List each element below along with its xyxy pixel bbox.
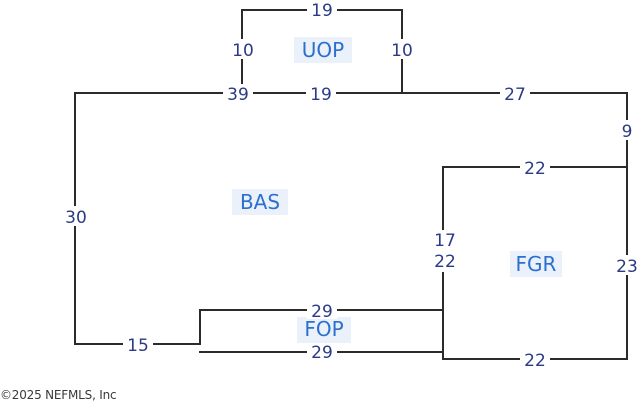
dim-fgr-bottom: 22	[524, 351, 546, 371]
dim-fgr-top: 22	[524, 159, 546, 179]
dim-bas-top-right: 27	[504, 85, 526, 105]
dim-bas-top-mid: 19	[310, 85, 332, 105]
dim-uop-right: 10	[391, 41, 413, 61]
dim-fgr-left-lower: 22	[434, 252, 456, 272]
dim-fgr-left-upper: 17	[434, 231, 456, 251]
bas-outline	[74, 92, 628, 345]
dim-right-upper: 9	[622, 122, 633, 142]
dim-uop-left: 10	[232, 41, 254, 61]
fgr-outline	[442, 166, 628, 360]
dim-fgr-right: 23	[616, 257, 638, 277]
uop-label-bg	[294, 37, 352, 63]
fgr-label-bg	[510, 251, 562, 277]
dim-fop-top: 29	[311, 302, 333, 322]
dim-uop-top: 19	[311, 1, 333, 21]
dim-bas-top-left: 39	[227, 85, 249, 105]
dim-fop-bottom: 29	[311, 343, 333, 363]
fop-label: FOP	[304, 317, 343, 341]
copyright-notice: ©2025 NEFMLS, Inc	[0, 388, 117, 402]
fgr-label: FGR	[516, 252, 557, 276]
uop-label: UOP	[302, 38, 344, 62]
dim-bas-bottom-left: 15	[127, 336, 149, 356]
bas-label: BAS	[240, 190, 280, 214]
dimension-labels: 19 10 10 39 19 27 9 30 15 22 17 22 23 22…	[61, 0, 640, 371]
dim-bas-left: 30	[65, 208, 87, 228]
fop-label-bg	[297, 317, 351, 343]
bas-label-bg	[232, 189, 288, 215]
area-labels: UOP BAS FGR FOP	[232, 37, 562, 343]
